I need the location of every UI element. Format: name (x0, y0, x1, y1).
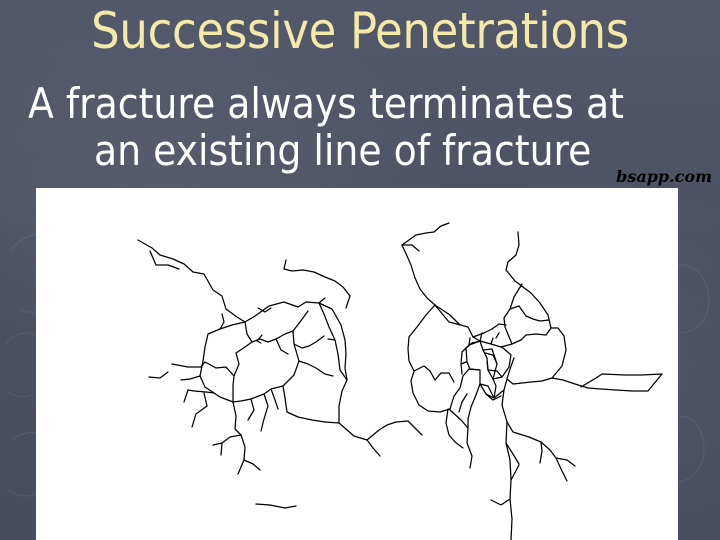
fracture-line (283, 259, 351, 309)
fracture-line (465, 340, 482, 349)
fracture-line (492, 378, 497, 399)
fracture-line (137, 239, 246, 323)
fracture-line (244, 310, 309, 343)
fracture-line (183, 389, 189, 403)
fracture-line (338, 422, 368, 441)
fracture-line (580, 373, 663, 388)
fracture-line (407, 420, 423, 436)
fracture-line (199, 321, 246, 394)
fracture-line (445, 408, 464, 449)
fracture-line (448, 408, 469, 429)
fracture-line (401, 222, 450, 246)
fracture-line (220, 442, 223, 456)
fracture-line (407, 304, 436, 372)
fracture-line (458, 393, 468, 413)
fracture-line (401, 244, 420, 252)
fracture-line (472, 328, 493, 338)
fracture-line (479, 383, 495, 399)
fracture-line (479, 327, 552, 348)
subtitle-line-2: an existing line of fracture (94, 126, 592, 175)
fracture-line (148, 371, 169, 379)
subtitle-line-1: A fracture always terminates at (28, 79, 624, 128)
fracture-line (318, 297, 326, 304)
fracture-line (187, 389, 234, 403)
fracture-figure (36, 188, 678, 540)
fracture-line (466, 427, 473, 469)
fracture-line (465, 347, 481, 371)
fracture-line (460, 361, 467, 365)
fracture-line (204, 361, 235, 377)
fracture-line (401, 244, 436, 306)
fracture-line (506, 421, 568, 482)
fracture-line (490, 337, 494, 345)
fracture-line (219, 313, 225, 330)
fracture-line (282, 385, 340, 424)
fracture-line (485, 393, 502, 401)
source-watermark: bsapp.com (616, 167, 712, 186)
fracture-line (318, 302, 348, 381)
fracture-line (413, 365, 455, 383)
fracture-line (366, 420, 409, 441)
fracture-line (539, 441, 543, 464)
fracture-line (366, 439, 381, 457)
fracture-line (487, 369, 503, 378)
fracture-line (260, 393, 269, 432)
fracture-line (338, 379, 348, 424)
fracture-line (257, 307, 272, 313)
slide-subtitle: A fracture always terminates at an exist… (28, 80, 708, 174)
fracture-line (232, 341, 253, 403)
fracture-line (479, 340, 494, 380)
fracture-line (550, 327, 567, 379)
fracture-line (255, 503, 297, 509)
fracture-line (467, 383, 481, 429)
fracture-line (510, 464, 520, 481)
fracture-line (555, 457, 576, 467)
fracture-line (410, 368, 481, 413)
fracture-line (256, 334, 263, 344)
fracture-line (298, 360, 334, 377)
fracture-network-diagram (137, 222, 663, 540)
fracture-line (318, 302, 348, 381)
fracture-line (468, 337, 471, 346)
fracture-line (506, 373, 663, 392)
fracture-line (460, 340, 481, 375)
fracture-line (149, 250, 180, 270)
fracture-line (503, 283, 523, 345)
fracture-line (501, 389, 513, 540)
slide-title: Successive Penetrations (91, 2, 629, 60)
fracture-line (180, 375, 201, 381)
fracture-line (495, 332, 500, 339)
fracture-line (492, 346, 512, 380)
fracture-line (505, 442, 520, 465)
fracture-line (486, 361, 489, 371)
fracture-line (479, 332, 483, 342)
fracture-line (244, 301, 320, 323)
fracture-line (327, 338, 336, 341)
fracture-line (232, 401, 242, 436)
fracture-line (505, 231, 552, 329)
fracture-line (491, 323, 507, 330)
fracture-line (191, 392, 208, 428)
fracture-line (237, 434, 246, 475)
fracture-line (247, 398, 255, 421)
fracture-line (243, 459, 261, 471)
fracture-line (212, 434, 242, 446)
fracture-line (509, 305, 550, 322)
fracture-line (275, 338, 289, 355)
fracture-line (171, 361, 206, 368)
fracture-line (482, 348, 498, 380)
fracture-line (232, 330, 300, 403)
fracture-line (270, 388, 279, 410)
fracture-line (434, 304, 461, 326)
fracture-line (490, 498, 511, 506)
fracture-line (293, 335, 325, 349)
fracture-line (479, 357, 515, 399)
